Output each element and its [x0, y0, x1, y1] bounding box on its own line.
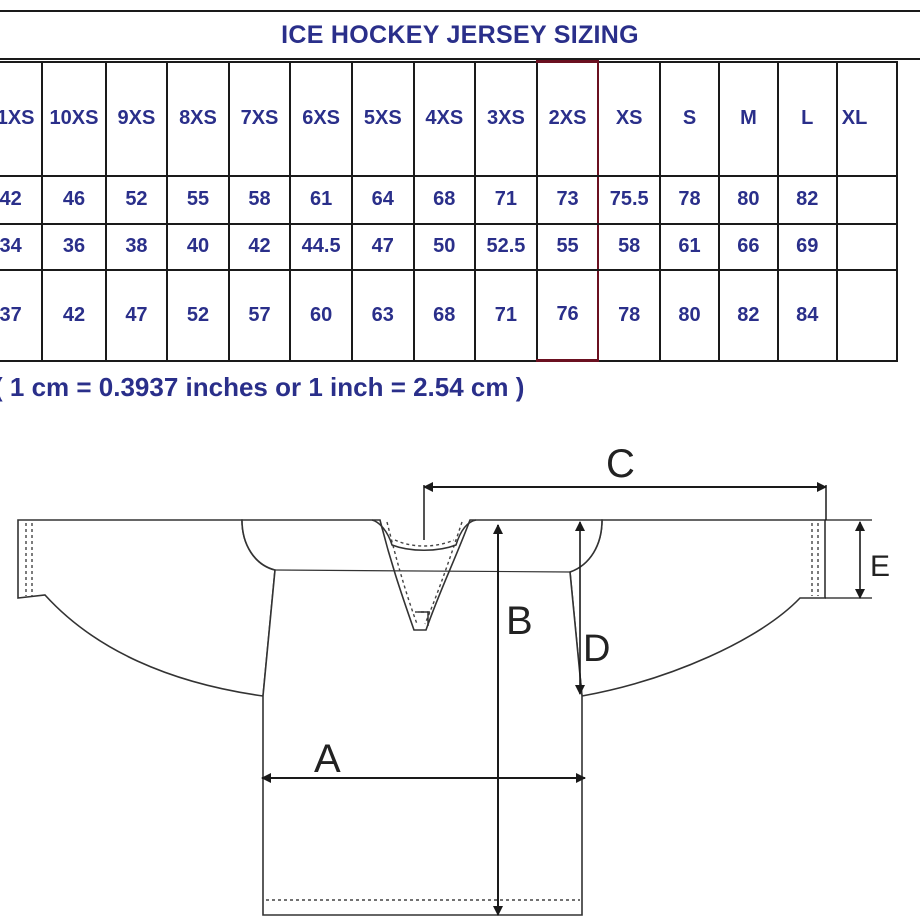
measurement-cell: 57: [227, 268, 292, 362]
measurement-cell: 50: [412, 222, 477, 271]
size-header-cell: 6XS: [289, 60, 353, 177]
measurement-cell: [835, 222, 899, 271]
measurement-cell: 78: [597, 268, 662, 362]
measurement-cell: 46: [41, 174, 107, 225]
measurement-c-label: C: [606, 442, 635, 486]
measurement-cell: 40: [166, 222, 230, 271]
measurement-row: 37 42 47 52 57 60 63 68 71 76 78 80 82 8…: [0, 268, 899, 362]
measurement-cell: 58: [227, 174, 292, 225]
size-header-cell: 7XS: [227, 60, 292, 177]
measurement-cell: 37: [0, 268, 44, 362]
measurement-cell: 82: [717, 268, 779, 362]
measurement-cell: 36: [41, 222, 107, 271]
measurement-cell: 42: [41, 268, 107, 362]
measurement-cell-highlighted: 55: [535, 222, 600, 271]
measurement-cell: 68: [412, 268, 477, 362]
size-header-cell: 11XS: [0, 60, 44, 177]
measurement-cell: 42: [0, 174, 44, 225]
measurement-cell: 34: [0, 222, 44, 271]
measurement-cell: 82: [776, 174, 838, 225]
measurement-cell: 75.5: [597, 174, 662, 225]
jersey-outline: [17, 519, 826, 916]
size-header-cell: 5XS: [351, 60, 415, 177]
measurement-cell: 66: [717, 222, 779, 271]
measurement-cell: 71: [474, 174, 538, 225]
measurement-cell: 63: [351, 268, 415, 362]
size-header-cell: 4XS: [412, 60, 477, 177]
size-header-cell: 9XS: [104, 60, 169, 177]
measurement-d-label: D: [583, 628, 610, 670]
measurement-a-label: A: [314, 737, 341, 781]
measurement-cell: 69: [776, 222, 838, 271]
size-header-cell: 8XS: [166, 60, 230, 177]
measurement-cell: 55: [166, 174, 230, 225]
measurement-cell: 52: [166, 268, 230, 362]
size-header-cell: L: [776, 60, 838, 177]
measurement-e-label: E: [870, 550, 890, 583]
size-header-cell: XS: [597, 60, 662, 177]
measurement-cell: 84: [776, 268, 838, 362]
measurement-cell: 78: [659, 174, 720, 225]
measurement-cell: 71: [474, 268, 538, 362]
measurement-cell: 47: [351, 222, 415, 271]
measurement-cell: 61: [659, 222, 720, 271]
measurement-lines: [261, 482, 872, 916]
measurement-cell: [835, 268, 899, 362]
size-header-cell: M: [717, 60, 779, 177]
conversion-note: ( 1 cm = 0.3937 inches or 1 inch = 2.54 …: [0, 372, 525, 402]
measurement-cell: 58: [597, 222, 662, 271]
measurement-cell: 52.5: [474, 222, 538, 271]
jersey-measurement-diagram: A B C D E: [17, 442, 890, 916]
measurement-cell: 44.5: [289, 222, 353, 271]
measurement-row: 42 46 52 55 58 61 64 68 71 73 75.5 78 80…: [0, 174, 899, 225]
measurement-cell: 61: [289, 174, 353, 225]
measurement-b-label: B: [506, 599, 533, 643]
size-header-cell: 10XS: [41, 60, 107, 177]
measurement-cell-highlighted: 76: [535, 268, 600, 362]
collar-lacing: [371, 519, 477, 626]
measurement-cell: 38: [104, 222, 169, 271]
measurement-cell: 80: [717, 174, 779, 225]
size-header-cell: S: [659, 60, 720, 177]
size-header-row: 11XS 10XS 9XS 8XS 7XS 6XS 5XS 4XS 3XS 2X…: [0, 60, 899, 177]
size-table: 11XS 10XS 9XS 8XS 7XS 6XS 5XS 4XS 3XS 2X…: [0, 60, 899, 362]
measurement-cell: 68: [412, 174, 477, 225]
size-header-cell: 3XS: [474, 60, 538, 177]
measurement-cell: 52: [104, 174, 169, 225]
measurement-cell: 47: [104, 268, 169, 362]
size-header-cell-highlighted: 2XS: [535, 60, 600, 177]
measurement-cell: 42: [227, 222, 292, 271]
measurement-cell: 64: [351, 174, 415, 225]
measurement-cell: 60: [289, 268, 353, 362]
measurement-cell: 80: [659, 268, 720, 362]
size-header-cell: XL: [835, 60, 899, 177]
measurement-row: 34 36 38 40 42 44.5 47 50 52.5 55 58 61 …: [0, 222, 899, 271]
measurement-cell: [835, 174, 899, 225]
table-title: ICE HOCKEY JERSEY SIZING: [0, 10, 920, 60]
measurement-cell-highlighted: 73: [535, 174, 600, 225]
